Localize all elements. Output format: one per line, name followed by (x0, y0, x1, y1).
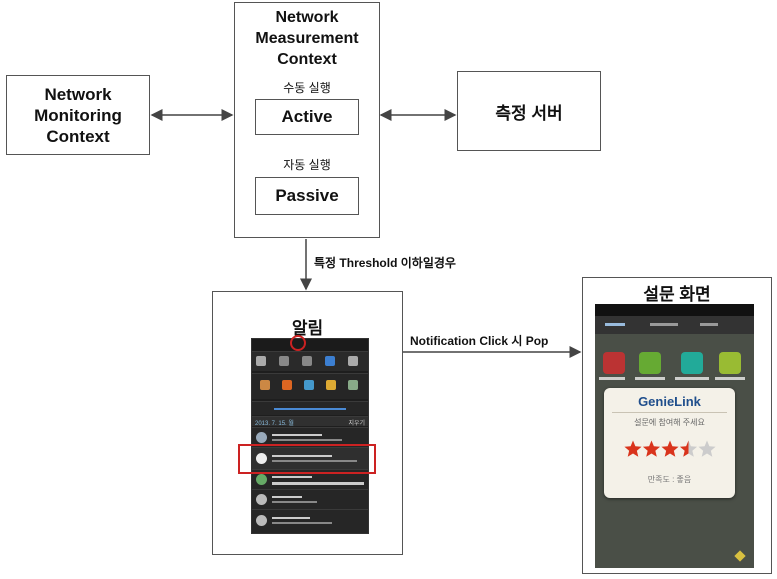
shortcut-3-icon (304, 380, 314, 390)
dialog-prompt: 설문에 참여해 주세요 (634, 418, 705, 427)
app-3-caption (675, 377, 709, 380)
shortcut-5-icon (348, 380, 358, 390)
survey-tab-2 (650, 323, 678, 326)
measurement-line-1: Network (275, 9, 339, 26)
node-alert: 알림 2013. 7. 15. 월 지우기 (212, 291, 403, 555)
app-2-icon (639, 352, 661, 374)
date-row: 2013. 7. 15. 월 지우기 (252, 416, 368, 427)
rating-star-4[interactable] (679, 440, 697, 457)
date-text: 2013. 7. 15. 월 (255, 421, 294, 427)
monitoring-line-3: Context (46, 126, 110, 146)
notification-5-sub (272, 522, 332, 524)
edge-label-notification: Notification Click 시 Pop (410, 334, 549, 348)
brightness-slider (274, 408, 346, 410)
node-survey: 설문 화면 GenieLink 설문에 참여해 주세요 만족도 : 좋음 (582, 277, 772, 574)
server-label: 측정 서버 (495, 103, 563, 123)
app-1-icon (603, 352, 625, 374)
notification-4-sub (272, 501, 317, 503)
app-1-caption (599, 377, 625, 380)
auto-run-label: 자동 실행 (283, 158, 331, 172)
survey-dialog: GenieLink 설문에 참여해 주세요 만족도 : 좋음 (604, 388, 735, 498)
shortcut-2-icon (282, 380, 292, 390)
node-monitoring-context: Network Monitoring Context (6, 75, 150, 155)
survey-screenshot: GenieLink 설문에 참여해 주세요 만족도 : 좋음 (595, 304, 754, 568)
edge-label-threshold: 특정 Threshold 이하일경우 (314, 256, 456, 270)
notification-item-1 (252, 427, 368, 447)
dialog-divider (612, 412, 727, 413)
shortcut-4-icon (326, 380, 336, 390)
notification-item-3 (252, 469, 368, 489)
app-2-caption (635, 377, 665, 380)
clear-text: 지우기 (348, 421, 365, 427)
qs-settings-icon (348, 356, 358, 366)
notification-3-icon (256, 474, 267, 485)
quick-settings (252, 351, 368, 371)
app-shortcuts (252, 373, 368, 399)
survey-tab-bar (595, 316, 754, 334)
app-3-icon (681, 352, 703, 374)
measurement-line-3: Context (277, 51, 337, 68)
monitoring-line-1: Network (44, 84, 112, 104)
network-app-icon (256, 453, 267, 464)
notification-item-network[interactable] (252, 447, 368, 469)
qs-sync-icon (325, 356, 335, 366)
dialog-title: GenieLink (638, 394, 701, 409)
survey-title: 설문 화면 (643, 285, 711, 304)
active-label: Active (281, 107, 333, 126)
rating-stars[interactable] (604, 439, 735, 459)
node-active: Active (255, 99, 359, 135)
star-rating-svg[interactable] (623, 439, 716, 459)
app-4-caption (715, 377, 745, 380)
highlight-rectangle (238, 444, 376, 474)
rating-star-3[interactable] (660, 440, 679, 457)
notification-item-5 (252, 509, 368, 533)
notification-3-text (272, 476, 312, 478)
qs-vibrate-icon (279, 356, 289, 366)
brightness-row (252, 401, 368, 415)
app-4-icon (719, 352, 741, 374)
monitoring-line-2: Monitoring (34, 105, 122, 125)
measurement-title: Network Measurement Context (235, 7, 379, 70)
notification-5-text (272, 517, 310, 519)
rating-star-1[interactable] (623, 440, 642, 457)
usb-debug-icon (256, 515, 267, 526)
passive-label: Passive (275, 186, 339, 205)
highlight-circle (290, 335, 306, 351)
status-bar (252, 339, 368, 351)
notification-4-text (272, 496, 302, 498)
notification-1-text (272, 434, 322, 436)
manual-run-label: 수동 실행 (283, 81, 331, 95)
notification-item-4 (252, 489, 368, 509)
notification-network-sub (272, 460, 357, 462)
usb-icon (256, 494, 267, 505)
qs-gps-icon (302, 356, 312, 366)
bottom-right-icon (734, 550, 746, 562)
shortcut-1-icon (260, 380, 270, 390)
survey-tab-1 (605, 323, 625, 326)
node-measurement-context: Network Measurement Context 수동 실행 Active… (234, 2, 380, 238)
notification-1-sub (272, 439, 342, 441)
notification-network-text (272, 455, 332, 457)
survey-status-bar (595, 304, 754, 316)
rating-star-2[interactable] (642, 440, 660, 457)
node-passive: Passive (255, 177, 359, 215)
node-measurement-server: 측정 서버 (457, 71, 601, 151)
survey-tab-3 (700, 323, 718, 326)
rating-star-5[interactable] (697, 440, 716, 457)
notification-1-icon (256, 432, 267, 443)
rating-caption: 만족도 : 좋음 (647, 475, 692, 484)
measurement-line-2: Measurement (255, 30, 359, 47)
qs-wifi-icon (256, 356, 266, 366)
alert-title: 알림 (291, 319, 324, 338)
notification-3-bar (272, 482, 364, 485)
alert-screenshot: 2013. 7. 15. 월 지우기 (251, 338, 369, 534)
